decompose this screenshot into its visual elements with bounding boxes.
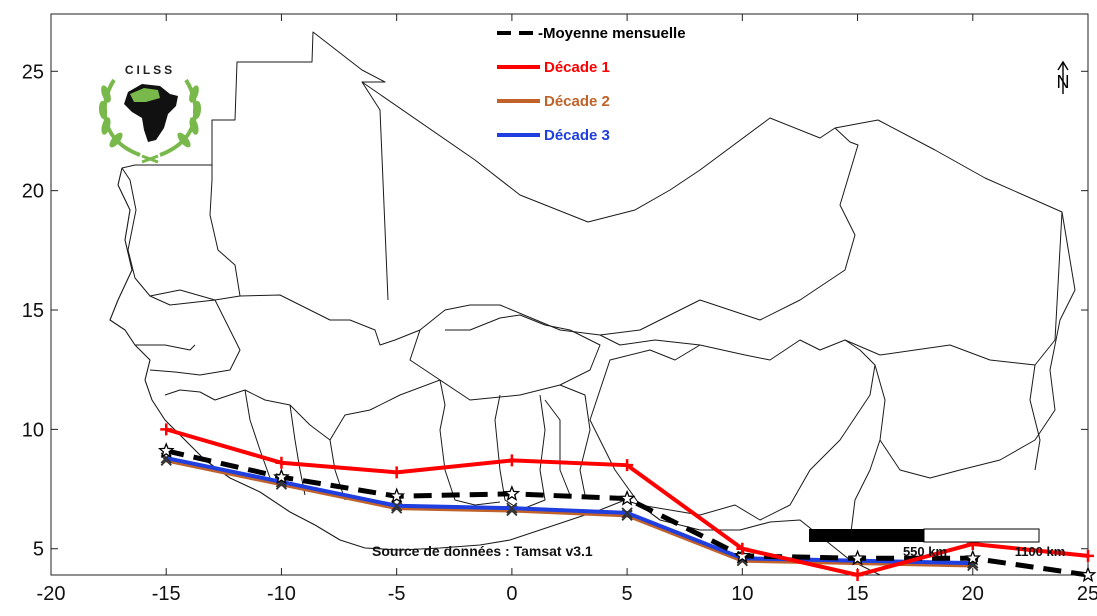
legend-label-decade-3: Décade 3 — [544, 127, 610, 144]
point-d-cade-1 — [390, 466, 403, 479]
legend: -Moyenne mensuelle Décade 1 Décade 2 Déc… — [497, 25, 686, 144]
x-tick-label: 0 — [506, 583, 517, 605]
border-guinea — [164, 389, 331, 441]
point-moyenne-mensuelle — [503, 485, 521, 501]
border-mali — [239, 81, 859, 346]
source-note: Source de données : Tamsat v3.1 — [372, 543, 593, 559]
border-mauritania-north — [121, 120, 213, 169]
y-tick-label: 5 — [33, 539, 44, 561]
plot-frame — [50, 13, 1089, 576]
scale-bar-black — [809, 529, 924, 542]
y-axis: 5 10 15 20 25 — [22, 61, 1088, 561]
sahel-highlight — [130, 88, 160, 102]
x-tick-label: 20 — [962, 583, 984, 605]
point-moyenne-mensuelle — [157, 442, 175, 458]
border-togo — [544, 399, 571, 496]
x-tick-label: -5 — [388, 583, 406, 605]
point-moyenne-mensuelle — [964, 549, 982, 566]
border-cameroon — [849, 364, 886, 541]
point-moyenne-mensuelle — [1079, 566, 1097, 583]
x-tick-label: 5 — [622, 583, 633, 605]
scale-label-mid: 550 km — [903, 544, 947, 559]
point-d-cade-1 — [275, 456, 288, 469]
point-d-cade-1 — [160, 423, 173, 436]
cilss-logo: CILSS — [98, 63, 202, 164]
scale-label-end: 1100 km — [1015, 544, 1066, 559]
scale-bar: 550 km 1100 km — [809, 528, 1066, 559]
border-nigeria — [589, 339, 876, 521]
coastline — [109, 167, 881, 576]
border-chad — [959, 211, 1076, 471]
x-tick-label: -10 — [267, 583, 296, 605]
y-tick-label: 15 — [22, 300, 44, 322]
x-tick-label: 10 — [731, 583, 753, 605]
point-d-cade-1 — [851, 569, 864, 581]
point-moyenne-mensuelle — [273, 468, 290, 485]
border-senegal — [149, 295, 241, 376]
border-gambia — [135, 344, 196, 351]
point-moyenne-mensuelle — [733, 547, 751, 564]
point-moyenne-mensuelle — [849, 549, 866, 566]
country-borders — [121, 31, 1076, 541]
border-sierra-leone — [244, 389, 271, 479]
laurel-tie — [141, 154, 159, 164]
border-car — [879, 439, 961, 479]
border-burkina — [409, 314, 601, 401]
y-tick-label: 10 — [22, 419, 44, 441]
x-tick-label: 25 — [1077, 583, 1097, 605]
point-d-cade-1 — [1082, 549, 1094, 562]
border-mauritania — [121, 31, 389, 301]
legend-label-decade-2: Décade 2 — [544, 93, 610, 110]
x-axis: -20 -15 -10 -5 0 5 10 15 20 25 — [37, 14, 1097, 605]
x-tick-label: -20 — [37, 583, 66, 605]
point-d-cade-3 — [621, 507, 633, 519]
point-d-cade-3 — [391, 500, 403, 512]
point-moyenne-mensuelle — [618, 489, 636, 506]
north-arrow-label: N — [1057, 72, 1070, 92]
x-tick-label: -15 — [152, 583, 181, 605]
point-d-cade-1 — [736, 542, 749, 555]
series-layer — [157, 423, 1097, 583]
logo-text: CILSS — [125, 63, 175, 77]
border-civ-east — [439, 379, 501, 506]
north-arrow-icon: N — [1057, 60, 1070, 94]
x-tick-label: 15 — [846, 583, 868, 605]
y-tick-label: 20 — [22, 181, 44, 203]
laurel-leaves — [98, 85, 202, 148]
border-civ-west — [329, 379, 441, 501]
y-tick-label: 25 — [22, 61, 44, 83]
legend-label-moyenne: -Moyenne mensuelle — [538, 25, 686, 42]
point-d-cade-1 — [505, 454, 518, 467]
point-moyenne-mensuelle — [388, 487, 406, 504]
scale-bar-white — [923, 528, 1040, 543]
point-d-cade-1 — [621, 459, 634, 472]
border-chad-sudan — [1029, 364, 1041, 471]
border-liberia-guinea — [289, 404, 306, 496]
legend-label-decade-1: Décade 1 — [544, 59, 610, 76]
border-benin — [559, 384, 591, 496]
point-d-cade-3 — [506, 502, 518, 514]
